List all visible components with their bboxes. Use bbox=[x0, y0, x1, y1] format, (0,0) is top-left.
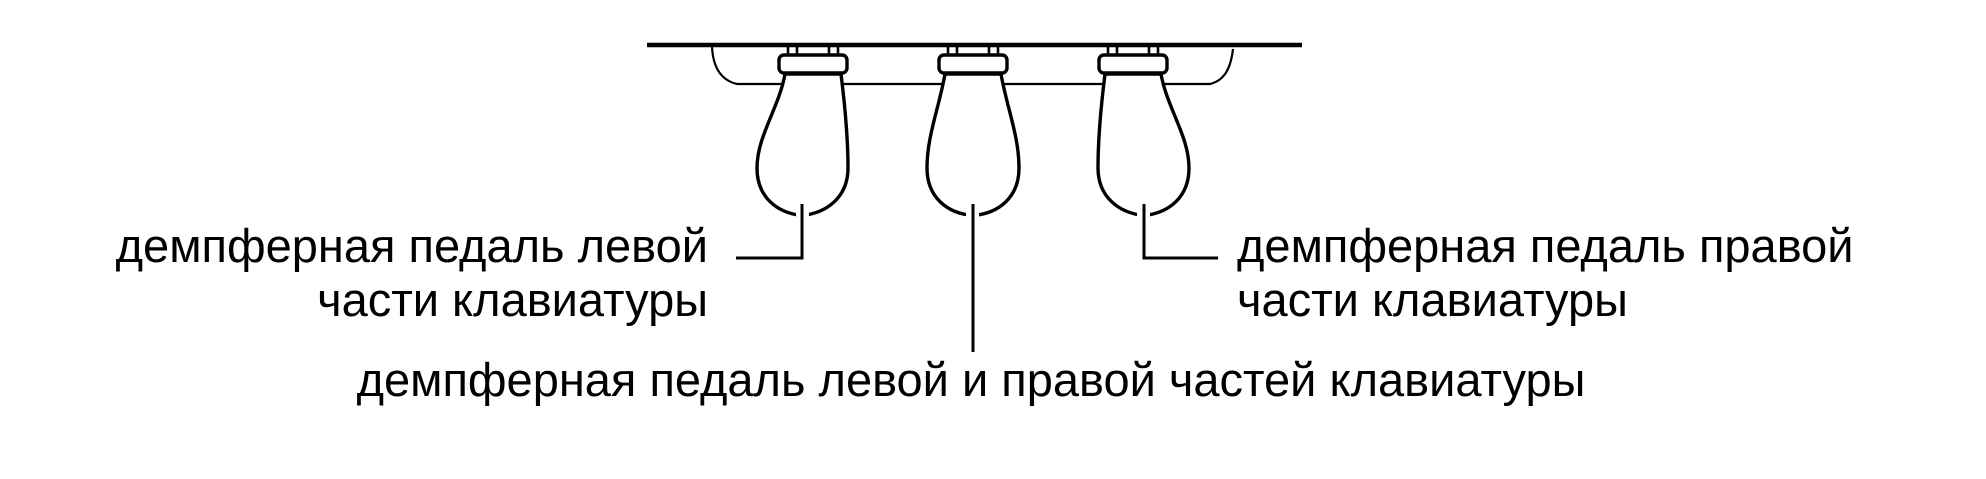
label-left-pedal: демпферная педаль левой части клавиатуры bbox=[116, 219, 708, 327]
label-right-pedal-line2: части клавиатуры bbox=[1237, 273, 1628, 326]
pedal-left-icon bbox=[755, 44, 850, 222]
pedal-center-icon bbox=[925, 44, 1021, 222]
label-center-pedal: демпферная педаль левой и правой частей … bbox=[356, 353, 1586, 406]
label-left-pedal-line2: части клавиатуры bbox=[317, 273, 708, 326]
label-left-pedal-line1: демпферная педаль левой bbox=[115, 219, 708, 272]
label-right-pedal-line1: демпферная педаль правой bbox=[1237, 219, 1854, 272]
pedal-right-icon bbox=[1096, 44, 1191, 222]
pedal-left-body bbox=[755, 72, 850, 218]
pedal-right-body bbox=[1096, 72, 1191, 218]
leader-line-right bbox=[1142, 204, 1218, 260]
pedal-left-collar bbox=[777, 53, 849, 75]
pedal-center-collar bbox=[937, 53, 1009, 75]
leader-line-left bbox=[736, 204, 804, 260]
pedal-center-body bbox=[925, 72, 1021, 218]
pedal-right-collar bbox=[1097, 53, 1169, 75]
label-right-pedal: демпферная педаль правой части клавиатур… bbox=[1237, 219, 1854, 327]
